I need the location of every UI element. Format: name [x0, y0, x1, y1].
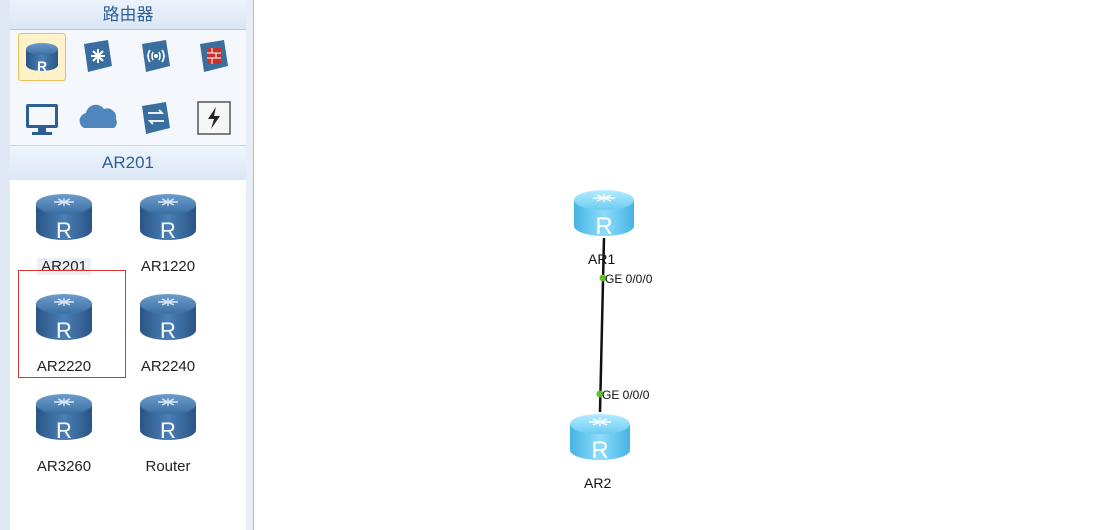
- device-ar2220[interactable]: R AR2220: [24, 290, 104, 380]
- svg-text:R: R: [56, 218, 72, 243]
- device-label: AR2220: [36, 358, 92, 375]
- pc-category-icon[interactable]: [18, 94, 66, 142]
- device-label: AR2240: [140, 358, 196, 375]
- switch-category-icon[interactable]: [74, 32, 122, 80]
- port-status-dot: [596, 390, 604, 398]
- device-label: AR1220: [140, 258, 196, 275]
- device-ar2240[interactable]: R AR2240: [128, 290, 208, 380]
- device-group-title: AR201: [102, 153, 154, 172]
- device-label: AR3260: [36, 458, 92, 475]
- device-list: R AR201 R AR1220 R AR2220: [10, 180, 246, 530]
- topology-canvas[interactable]: R R AR1 GE 0/0/0 GE 0/0/0 AR2: [254, 0, 1093, 530]
- device-group-header: AR201: [10, 145, 246, 181]
- device-ar201[interactable]: R AR201: [24, 190, 104, 280]
- device-label: Router: [145, 458, 191, 475]
- selection-box: [18, 270, 126, 378]
- other-device-category-icon[interactable]: [132, 94, 180, 142]
- svg-text:R: R: [595, 213, 612, 240]
- node-label-ar1: AR1: [588, 251, 616, 267]
- svg-text:R: R: [160, 418, 176, 443]
- svg-text:R: R: [56, 418, 72, 443]
- device-palette: 路由器 R: [10, 0, 247, 530]
- category-title: 路由器: [102, 4, 154, 24]
- svg-text:R: R: [591, 437, 608, 464]
- port-label-ar2: GE 0/0/0: [602, 388, 650, 402]
- router-icon: R: [36, 194, 92, 243]
- router-icon: R: [36, 294, 92, 343]
- node-ar1-router-icon[interactable]: R: [574, 190, 634, 240]
- svg-text:R: R: [160, 318, 176, 343]
- router-icon: R: [140, 194, 196, 243]
- device-ar3260[interactable]: R AR3260: [24, 390, 104, 480]
- port-label-ar1: GE 0/0/0: [605, 272, 653, 286]
- router-icon: R: [140, 294, 196, 343]
- svg-text:R: R: [37, 58, 47, 74]
- port-status-dot: [599, 274, 607, 282]
- svg-text:R: R: [56, 318, 72, 343]
- device-ar1220[interactable]: R AR1220: [128, 190, 208, 280]
- link-cable[interactable]: [598, 237, 606, 413]
- panel-splitter[interactable]: [246, 0, 254, 530]
- wireless-category-icon[interactable]: [132, 32, 180, 80]
- router-category-icon[interactable]: R: [18, 33, 66, 81]
- node-label-ar2: AR2: [584, 475, 612, 491]
- connection-category-icon[interactable]: [190, 94, 238, 142]
- device-router[interactable]: R Router: [128, 390, 208, 480]
- svg-text:R: R: [160, 218, 176, 243]
- router-icon: R: [140, 394, 196, 443]
- node-ar2-router-icon[interactable]: R: [570, 414, 630, 464]
- firewall-category-icon[interactable]: [190, 32, 238, 80]
- category-header: 路由器: [10, 0, 246, 30]
- router-icon: R: [36, 394, 92, 443]
- cloud-category-icon[interactable]: [74, 94, 122, 142]
